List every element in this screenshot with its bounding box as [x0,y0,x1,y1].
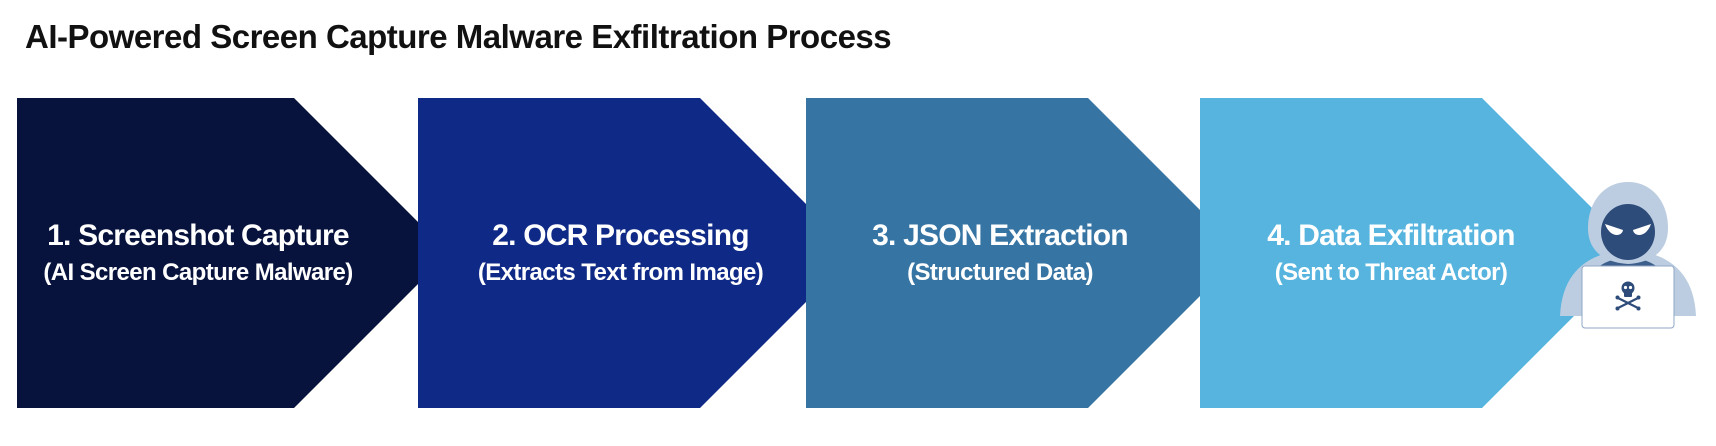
step-ocr-processing: 2. OCR Processing (Extracts Text from Im… [418,98,855,408]
step-json-extraction: 3. JSON Extraction (Structured Data) [806,98,1243,408]
step-subtitle: (Extracts Text from Image) [477,259,764,286]
step-screenshot-capture: 1. Screenshot Capture (AI Screen Capture… [17,98,449,408]
step-text: 3. JSON Extraction (Structured Data) [826,98,1174,408]
step-title: 3. JSON Extraction [872,219,1128,252]
step-title: 4. Data Exfiltration [1267,219,1515,252]
step-subtitle: (AI Screen Capture Malware) [43,259,353,286]
step-title: 2. OCR Processing [492,219,749,252]
step-text: 4. Data Exfiltration (Sent to Threat Act… [1220,98,1562,408]
step-subtitle: (Sent to Threat Actor) [1274,259,1508,286]
hooded-hacker-laptop-icon [1548,180,1708,340]
step-subtitle: (Structured Data) [907,259,1093,286]
diagram-title: AI-Powered Screen Capture Malware Exfilt… [25,18,892,55]
step-title: 1. Screenshot Capture [47,219,349,252]
step-text: 1. Screenshot Capture (AI Screen Capture… [17,98,379,408]
step-text: 2. OCR Processing (Extracts Text from Im… [438,98,803,408]
